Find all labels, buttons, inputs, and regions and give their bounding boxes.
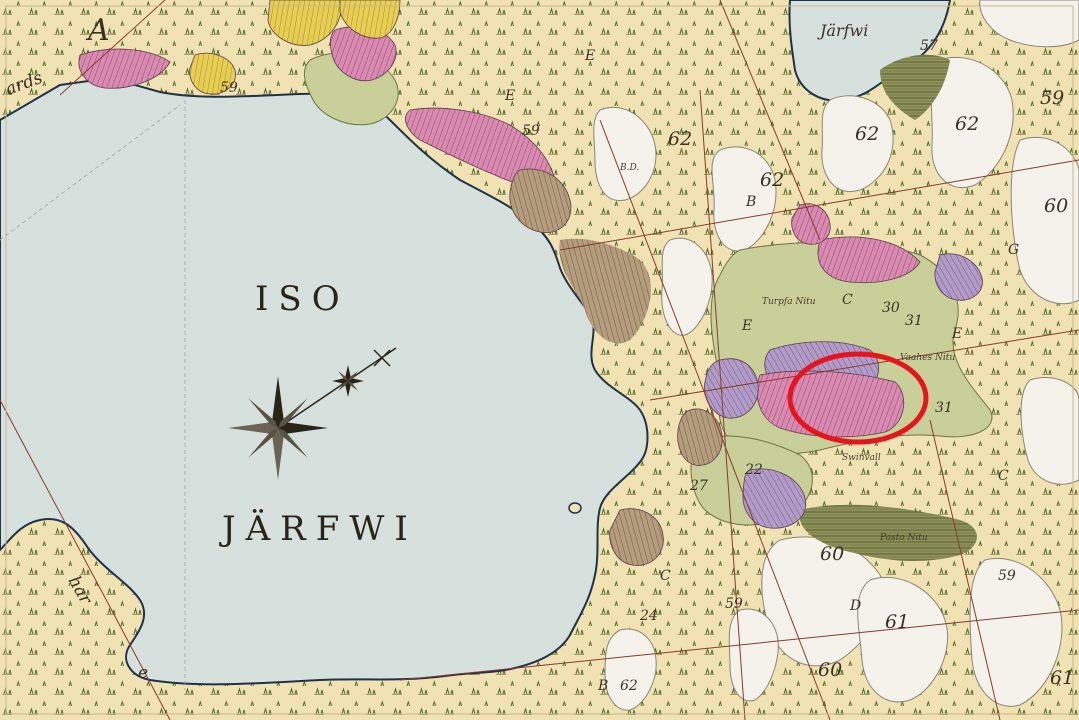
place-label: Vaahes Nitu [900,353,955,363]
place-label: Turpfa Nitu [762,297,816,307]
parcel-number: 59 [220,80,238,96]
parcel-letter: B [745,194,756,210]
main-lake [0,76,649,686]
forest-swamp [799,504,977,562]
highlight-ellipse [787,351,929,445]
parcel-number: 62 [620,678,638,694]
top-left-letter: A [85,13,110,48]
parcel-number: 59 [1040,87,1064,109]
parcel-number: 60 [818,659,842,681]
parcel-number: 27 [689,478,708,494]
north-lake-name: Järfwi [817,21,868,40]
island [568,502,582,514]
parcel-number: 30 [882,300,900,316]
parcel-letter: C [998,468,1009,484]
forest-west [559,238,651,344]
parcel-number: 60 [1044,195,1068,217]
compass-rose [228,347,397,480]
bottom-left-fragment-2: e [138,663,148,683]
parcel-number: 61 [1050,667,1074,689]
parcel-letter: E [741,318,752,334]
parcel-number: 24 [639,608,658,624]
parcel-number: 62 [855,123,879,145]
place-label: Pasto Nitu [879,533,928,543]
parcel-letters: E E C B E C G D B C E [504,48,1019,694]
lake-survey-lines [0,100,186,690]
parcel-letter: E [584,48,595,64]
parcel-number: 61 [885,611,909,633]
parcel-number: 31 [905,313,923,329]
parcel-number: 62 [760,169,784,191]
parcel-numbers: 59 62 62 62 60 59 59 30 31 31 22 27 60 6… [220,38,1074,694]
parcel-letter: C [660,568,671,584]
parcel-number: 60 [820,543,844,565]
parcel-letter: C [842,292,853,308]
parcel-letter: D [849,598,861,614]
lake-name-line2: JÄRFWI [219,509,418,549]
place-label: Swinvall [842,453,881,463]
parcel-number: 22 [744,462,763,478]
parcel-number: 59 [725,596,743,612]
parcel-number: 57 [920,38,938,54]
parcel-number: 59 [998,568,1016,584]
parcel-letter: B [597,678,608,694]
rock-outcrops [593,0,1079,711]
parcel-number: 59 [522,123,540,139]
parcel-number: 62 [668,128,692,150]
lake-name-line1: ISO [255,279,350,319]
parcel-number: 31 [935,400,953,416]
parcel-letter: E [504,88,515,104]
map-frame [5,5,1074,715]
parcel-letter: E [951,326,962,342]
place-label: B.D. [619,163,639,173]
parcel-letter: G [1008,242,1019,258]
forest-north [880,54,950,120]
parcel-number: 62 [955,113,979,135]
